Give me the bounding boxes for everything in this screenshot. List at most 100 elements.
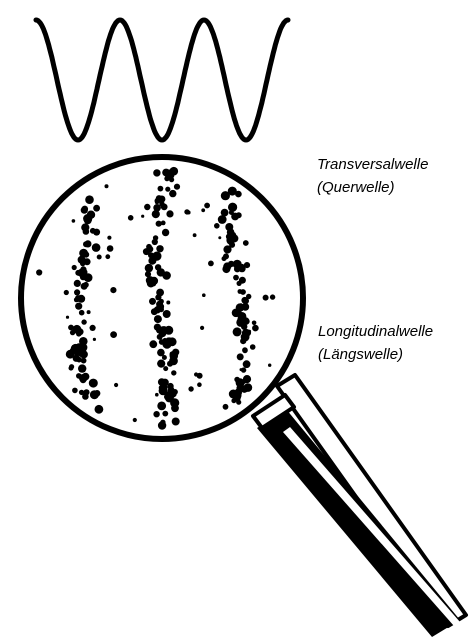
particle (204, 203, 210, 209)
particle (252, 325, 259, 332)
longitudinal-label-line2: (Längswelle) (318, 343, 433, 366)
particle (171, 370, 176, 375)
particle (240, 368, 243, 371)
particle (155, 393, 159, 397)
particle (223, 253, 229, 259)
particle (145, 264, 153, 272)
particle (149, 298, 156, 305)
particle (162, 355, 167, 360)
particle (237, 353, 244, 360)
particle (149, 340, 157, 348)
particle (230, 203, 237, 210)
particle (166, 210, 173, 217)
particle (146, 247, 149, 250)
particle (263, 295, 269, 301)
particle (157, 360, 165, 368)
particle (78, 256, 83, 261)
particle (133, 418, 137, 422)
particle (110, 287, 116, 293)
particle (114, 383, 118, 387)
particle (107, 236, 111, 240)
particle (93, 229, 100, 236)
particle (240, 289, 246, 295)
particle (64, 290, 69, 295)
particle (156, 289, 164, 297)
particle (158, 186, 164, 192)
particle (128, 215, 134, 221)
particle (233, 275, 239, 281)
particle (197, 373, 203, 379)
particle (85, 195, 94, 204)
particle (110, 331, 117, 338)
particle (148, 252, 154, 258)
particle (158, 307, 164, 313)
transverse-sine-wave (36, 20, 288, 140)
particle (77, 328, 84, 335)
particle (193, 233, 197, 237)
particle (230, 234, 238, 242)
particle (157, 402, 166, 411)
particle (160, 420, 165, 425)
particle (151, 308, 158, 315)
particle (78, 364, 86, 372)
particle (75, 303, 82, 310)
particle (164, 176, 169, 181)
particle (153, 411, 159, 417)
particle (81, 319, 86, 324)
particle (74, 289, 80, 295)
particle (156, 327, 163, 334)
particle (243, 240, 249, 246)
particle (162, 411, 168, 417)
particle (72, 265, 77, 270)
particle (221, 191, 230, 200)
magnifier-handle (253, 375, 466, 637)
particle (223, 404, 229, 410)
transversal-label-line1: Transversalwelle (317, 153, 428, 176)
particle (156, 221, 162, 227)
particle (154, 315, 162, 323)
particle (90, 390, 99, 399)
particle (105, 254, 110, 259)
particle (225, 223, 233, 231)
particle (82, 271, 88, 277)
particle (83, 389, 89, 395)
particle (95, 405, 104, 414)
particle (157, 334, 163, 340)
particle (76, 373, 82, 379)
particle (81, 358, 87, 364)
particle (208, 261, 214, 267)
longitudinal-wave-label: Longitudinalwelle (Längswelle) (318, 320, 433, 366)
particle (159, 201, 164, 206)
particle (239, 303, 244, 308)
particle (153, 235, 158, 240)
particle (81, 223, 89, 231)
particle (72, 388, 78, 394)
particle (89, 379, 98, 388)
particle (71, 344, 80, 353)
particle (74, 280, 81, 287)
particle (165, 393, 174, 402)
particle (79, 310, 85, 316)
particle (146, 276, 155, 285)
particle (244, 262, 250, 268)
particle (235, 191, 242, 198)
particle (233, 327, 242, 336)
particle (92, 243, 101, 252)
particle (87, 211, 95, 219)
particle (201, 208, 205, 212)
particle (233, 394, 241, 402)
particle (243, 298, 249, 304)
particle (169, 190, 176, 197)
particle (165, 187, 170, 192)
particle (229, 210, 234, 215)
particle (174, 184, 180, 190)
particle (250, 344, 256, 350)
particle (169, 357, 178, 366)
particle (159, 386, 168, 395)
particle (156, 245, 163, 252)
particle (241, 385, 249, 393)
particle (87, 310, 91, 314)
particle (168, 387, 175, 394)
particle (93, 205, 100, 212)
particle (141, 215, 144, 218)
